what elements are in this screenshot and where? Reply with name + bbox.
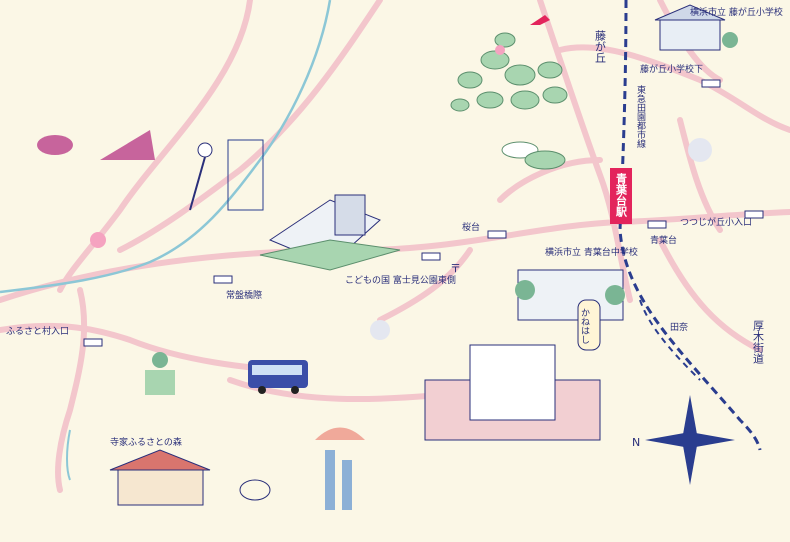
sakuradai-label: 桜台	[462, 221, 480, 233]
fujigaoka-school-entrance-label: 藤が丘小学校下	[640, 63, 703, 75]
stream	[66, 429, 71, 481]
compass-rose-icon	[645, 395, 735, 485]
fujigaoka-school-label: 横浜市立 藤が丘小学校	[690, 6, 783, 18]
watering-person-icon	[145, 352, 175, 395]
fujigaoka-school-icon	[654, 4, 738, 51]
pond-icon	[450, 32, 568, 112]
junior-high-icon	[515, 269, 625, 321]
aobadai-signal-label: 青葉台	[650, 234, 677, 246]
kodomo-park-label: こどもの国 富士見公園東側	[345, 274, 456, 286]
bird-icon	[530, 15, 550, 25]
branch-rail	[639, 299, 701, 381]
furusato-entrance-label: ふるさと村入口	[6, 325, 69, 337]
kanban-label: かねはし	[579, 308, 590, 344]
furusato-house-icon	[109, 449, 211, 506]
school-building-icon	[259, 194, 401, 271]
aoba-station-label[interactable]: 青葉台駅	[615, 172, 629, 218]
joumeiji-label: 常盤橋際	[226, 289, 262, 301]
couple-umbrella-icon	[315, 427, 365, 510]
swan-icon	[501, 141, 566, 170]
tsutsujigaoka-entrance-label: つつじが丘小入口	[680, 216, 752, 228]
tana-label: 田奈	[670, 321, 688, 333]
fujigaoka-direction-label: 藤が丘	[594, 30, 607, 63]
pizza-oven-icon	[37, 130, 155, 160]
batter-icon	[189, 139, 264, 211]
flower-icons	[90, 45, 712, 340]
aobadai-jhs-label: 横浜市立 青葉台中学校	[545, 246, 638, 258]
denentoshi-line-label: 東急田園都市線	[635, 84, 646, 148]
river	[0, 0, 332, 294]
post-office-icon: 〒	[450, 262, 461, 275]
furusato-forest-label: 寺家ふるさとの森	[110, 436, 182, 448]
atsugi-kaido-label: 厚木街道	[752, 320, 765, 364]
compass-north-label: N	[632, 436, 640, 449]
bus-icon	[248, 360, 308, 394]
gardener-icon	[239, 479, 271, 501]
traffic-lights	[83, 79, 764, 347]
shop-building-icon	[424, 299, 601, 441]
station-box[interactable]	[610, 168, 632, 224]
